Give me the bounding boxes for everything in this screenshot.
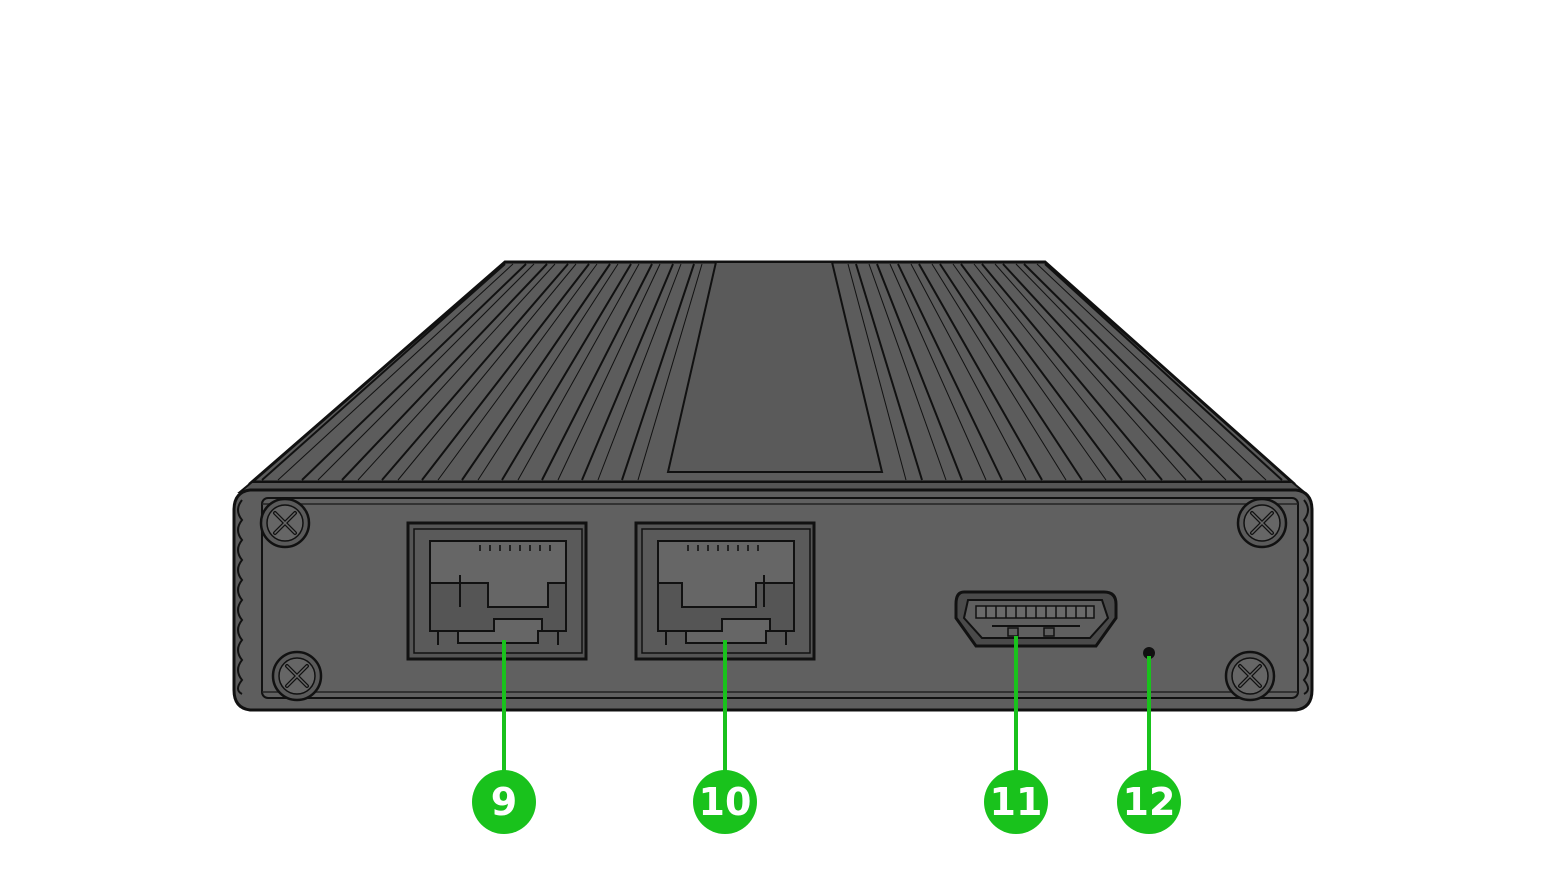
- reset-pinhole: [1143, 647, 1155, 659]
- hdmi-port: [954, 590, 1118, 648]
- callouts: 9 10 11 12: [472, 636, 1181, 834]
- fin-line: [868, 263, 947, 481]
- fin-line: [931, 263, 1067, 481]
- fin-line: [437, 263, 598, 481]
- fin-line: [421, 263, 590, 481]
- fin-line: [357, 263, 556, 481]
- fin-line: [301, 263, 527, 481]
- fin-line: [855, 263, 923, 481]
- ethernet-port-right: [634, 521, 816, 661]
- callout-9: 9: [472, 640, 536, 834]
- fin-line: [918, 263, 1043, 481]
- fin-line: [973, 263, 1147, 481]
- fin-line: [939, 263, 1083, 481]
- fin-line: [557, 263, 661, 481]
- screw-icon: [259, 497, 311, 549]
- callout-label-11: 11: [990, 780, 1043, 824]
- fin-line: [952, 263, 1107, 481]
- ethernet-port-left: [406, 521, 588, 661]
- fin-line: [341, 263, 548, 481]
- fin-line: [889, 263, 987, 481]
- callout-11: 11: [984, 636, 1048, 834]
- fin-line: [994, 263, 1187, 481]
- fin-line: [910, 263, 1027, 481]
- fin-line: [477, 263, 619, 481]
- fin-line: [1023, 263, 1243, 481]
- callout-12: 12: [1117, 656, 1181, 834]
- screw-icon: [1224, 650, 1276, 702]
- fin-line: [1015, 263, 1227, 481]
- fin-line: [1002, 263, 1203, 481]
- callout-10: 10: [693, 640, 757, 834]
- fin-line: [381, 263, 569, 481]
- fin-line: [637, 263, 703, 481]
- screws: [259, 497, 1288, 702]
- callout-label-9: 9: [491, 780, 517, 824]
- fin-line: [541, 263, 653, 481]
- fin-line: [261, 263, 506, 481]
- enclosure-top: [237, 260, 1307, 493]
- fin-line: [1044, 263, 1283, 481]
- fin-line: [517, 263, 640, 481]
- fin-line: [277, 263, 514, 481]
- screw-icon: [271, 650, 323, 702]
- fin-line: [897, 263, 1003, 481]
- fin-line: [621, 263, 695, 481]
- fin-line: [981, 263, 1163, 481]
- fin-line: [581, 263, 674, 481]
- callout-label-12: 12: [1123, 780, 1176, 824]
- fin-line: [960, 263, 1123, 481]
- callout-label-10: 10: [699, 780, 752, 824]
- fin-line: [397, 263, 577, 481]
- screw-icon: [1236, 497, 1288, 549]
- fin-line: [1036, 263, 1267, 481]
- fin-line: [317, 263, 535, 481]
- fin-line: [876, 263, 963, 481]
- fin-line: [501, 263, 632, 481]
- fin-line: [597, 263, 682, 481]
- fin-line: [461, 263, 611, 481]
- fin-line: [847, 263, 907, 481]
